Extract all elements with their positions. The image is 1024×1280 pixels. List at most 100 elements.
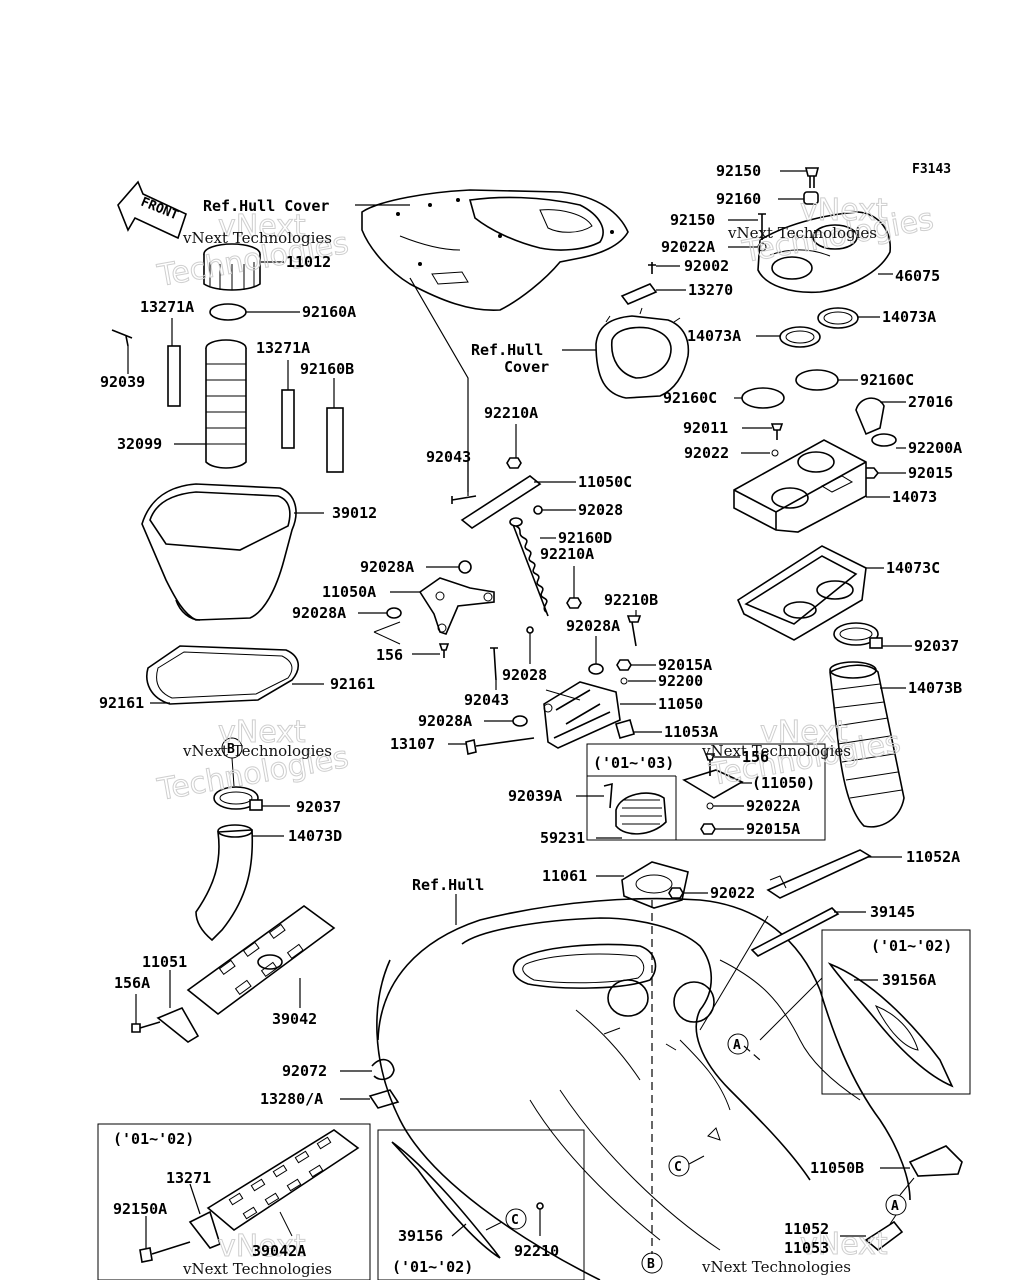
label-92022a: 92022A xyxy=(661,238,715,256)
label-92210a-2: 92210A xyxy=(540,545,594,563)
nut-92028a-2 xyxy=(386,607,402,619)
gasket-92160a xyxy=(209,303,247,321)
label-156-2: 156 xyxy=(742,748,769,766)
label-11012: 11012 xyxy=(286,253,331,271)
label-92022: 92022 xyxy=(684,444,729,462)
label-14073d: 14073D xyxy=(288,827,342,845)
svg-text:vNext: vNext xyxy=(800,193,888,228)
hinge-11050-variant xyxy=(682,769,744,799)
mat-39042 xyxy=(186,905,336,1016)
label-14073c: 14073C xyxy=(886,559,940,577)
storage-bin-39012 xyxy=(141,483,297,621)
label-92039a: 92039A xyxy=(508,787,562,805)
clip-11052 xyxy=(864,1220,904,1252)
clamp-92037-left xyxy=(213,786,259,810)
callout-a-hull xyxy=(727,1033,749,1055)
variant-box-01-03 xyxy=(586,743,826,841)
label-39012: 39012 xyxy=(332,504,377,522)
gasket-92161 xyxy=(146,645,299,705)
variant-label-01-02-right: ('01~'02) xyxy=(871,937,952,955)
label-14073a-left: 14073A xyxy=(687,327,741,345)
label-39042: 39042 xyxy=(272,1010,317,1028)
vent-cap-27016 xyxy=(855,397,885,436)
panel-39156 xyxy=(391,1141,501,1259)
ref-hull: Ref.Hull xyxy=(412,876,484,894)
watermark-bottom-right: vNext vNext Technologies xyxy=(701,1227,888,1277)
clamp-92037-right xyxy=(833,622,879,646)
label-11061: 11061 xyxy=(542,867,587,885)
label-92200: 92200 xyxy=(658,672,703,690)
label-92039: 92039 xyxy=(100,373,145,391)
label-92028-1: 92028 xyxy=(578,501,623,519)
label-92043-1: 92043 xyxy=(426,448,471,466)
label-13271a-left: 13271A xyxy=(140,298,194,316)
label-92160d: 92160D xyxy=(558,529,612,547)
bolt-13107 xyxy=(465,739,477,755)
clip-11053a xyxy=(615,719,635,739)
label-92043-2: 92043 xyxy=(464,691,509,709)
damper-92160d xyxy=(509,517,549,617)
callout-b-left-letter: B xyxy=(227,742,235,757)
ref-hull-cover-top: Ref.Hull Cover xyxy=(203,197,329,215)
variant-label-01-03: ('01~'03) xyxy=(593,754,674,772)
ring-92160c-left xyxy=(741,387,785,409)
label-92037-left: 92037 xyxy=(296,798,341,816)
panel-39156a xyxy=(827,962,954,1088)
louver-59231 xyxy=(615,792,667,835)
label-11050b: 11050B xyxy=(810,1159,864,1177)
callout-c-box xyxy=(505,1208,527,1230)
label-92022-2: 92022 xyxy=(710,884,755,902)
label-11050: 11050 xyxy=(658,695,703,713)
label-11050a: 11050A xyxy=(322,583,376,601)
svg-text:vNext Technologies: vNext Technologies xyxy=(182,1260,332,1278)
svg-text:vNext Technologies: vNext Technologies xyxy=(727,224,877,242)
label-92210b: 92210B xyxy=(604,591,658,609)
label-92150a: 92150A xyxy=(113,1200,167,1218)
ref-hull-cover-mid-2: Cover xyxy=(504,358,549,376)
bracket-11052a xyxy=(766,849,872,899)
bolt-92150a xyxy=(139,1247,153,1263)
label-92028a-1: 92028A xyxy=(360,558,414,576)
screw-156a xyxy=(131,1021,161,1033)
figure-code: F3143 xyxy=(912,162,951,177)
label-92015a-1: 92015A xyxy=(658,656,712,674)
label-11050c: 11050C xyxy=(578,473,632,491)
decal-13280a xyxy=(368,1089,400,1109)
air-box-14073 xyxy=(733,439,867,533)
callout-c-hull-letter: C xyxy=(674,1160,682,1175)
inlet-grille-assembly xyxy=(757,211,891,294)
svg-text:vNext: vNext xyxy=(760,715,848,750)
strip-39145 xyxy=(750,907,840,957)
label-156-1: 156 xyxy=(376,646,403,664)
label-32099: 32099 xyxy=(117,435,162,453)
label-92161-right: 92161 xyxy=(330,675,375,693)
pin-92039a xyxy=(603,782,613,809)
label-27016: 27016 xyxy=(908,393,953,411)
svg-text:vNext Technologies: vNext Technologies xyxy=(182,742,332,760)
label-13271: 13271 xyxy=(166,1169,211,1187)
variant-box-01-02-bottom-mid xyxy=(377,1129,585,1280)
callout-a-hull-letter: A xyxy=(733,1038,741,1053)
svg-text:vNext Technologies: vNext Technologies xyxy=(701,1258,851,1276)
label-92150-b: 92150 xyxy=(670,211,715,229)
variant-box-01-02-bottom-left xyxy=(97,1123,371,1280)
label-92160c-left: 92160C xyxy=(663,389,717,407)
label-13270: 13270 xyxy=(688,281,733,299)
gasket-11061 xyxy=(621,861,689,909)
label-156a: 156A xyxy=(114,974,150,992)
label-14073b: 14073B xyxy=(908,679,962,697)
svg-text:vNext Technologies: vNext Technologies xyxy=(701,742,851,760)
strip-13271 xyxy=(188,1210,221,1249)
label-92015: 92015 xyxy=(908,464,953,482)
callout-c-box-letter: C xyxy=(511,1213,519,1228)
label-14073a-right: 14073A xyxy=(882,308,936,326)
label-11052a: 11052A xyxy=(906,848,960,866)
label-11050-variant: (11050) xyxy=(752,774,815,792)
label-92028a-3: 92028A xyxy=(566,617,620,635)
washer-92160 xyxy=(803,191,819,205)
elbow-duct-14073d xyxy=(195,829,254,942)
hinge-11050 xyxy=(543,681,621,749)
callout-a-right-letter: A xyxy=(891,1199,899,1214)
bracket-11051 xyxy=(156,1006,200,1043)
